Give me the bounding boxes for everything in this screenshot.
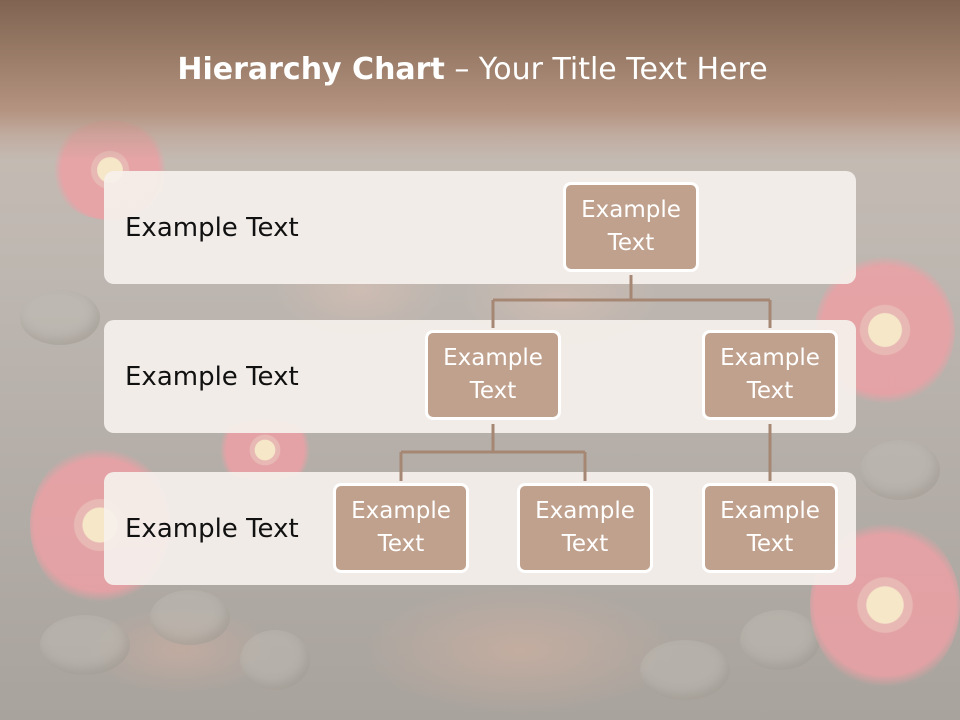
node-label: Example Text (351, 498, 451, 557)
node-label: Example Text (443, 345, 543, 404)
node-label: Example Text (581, 197, 681, 256)
level-label: Example Text (125, 212, 299, 243)
title-bar (0, 0, 960, 160)
level-band-1: Example Text (104, 171, 856, 284)
level-label: Example Text (125, 513, 299, 544)
node-level3-c[interactable]: Example Text (702, 483, 838, 573)
pebble-decoration (640, 640, 730, 700)
pebble-decoration (150, 590, 230, 645)
node-level2-right[interactable]: Example Text (702, 330, 838, 420)
pebble-decoration (40, 615, 130, 675)
node-level2-left[interactable]: Example Text (425, 330, 561, 420)
pebble-decoration (740, 610, 820, 670)
node-level3-a[interactable]: Example Text (333, 483, 469, 573)
node-root[interactable]: Example Text (563, 182, 699, 272)
pebble-decoration (240, 630, 310, 690)
title-rest: – Your Title Text Here (444, 52, 768, 87)
node-label: Example Text (535, 498, 635, 557)
page-title: Hierarchy Chart – Your Title Text Here (0, 52, 945, 87)
title-bold: Hierarchy Chart (177, 52, 445, 87)
node-label: Example Text (720, 498, 820, 557)
node-label: Example Text (720, 345, 820, 404)
pebble-decoration (20, 290, 100, 345)
node-level3-b[interactable]: Example Text (517, 483, 653, 573)
pebble-decoration (860, 440, 940, 500)
level-label: Example Text (125, 361, 299, 392)
